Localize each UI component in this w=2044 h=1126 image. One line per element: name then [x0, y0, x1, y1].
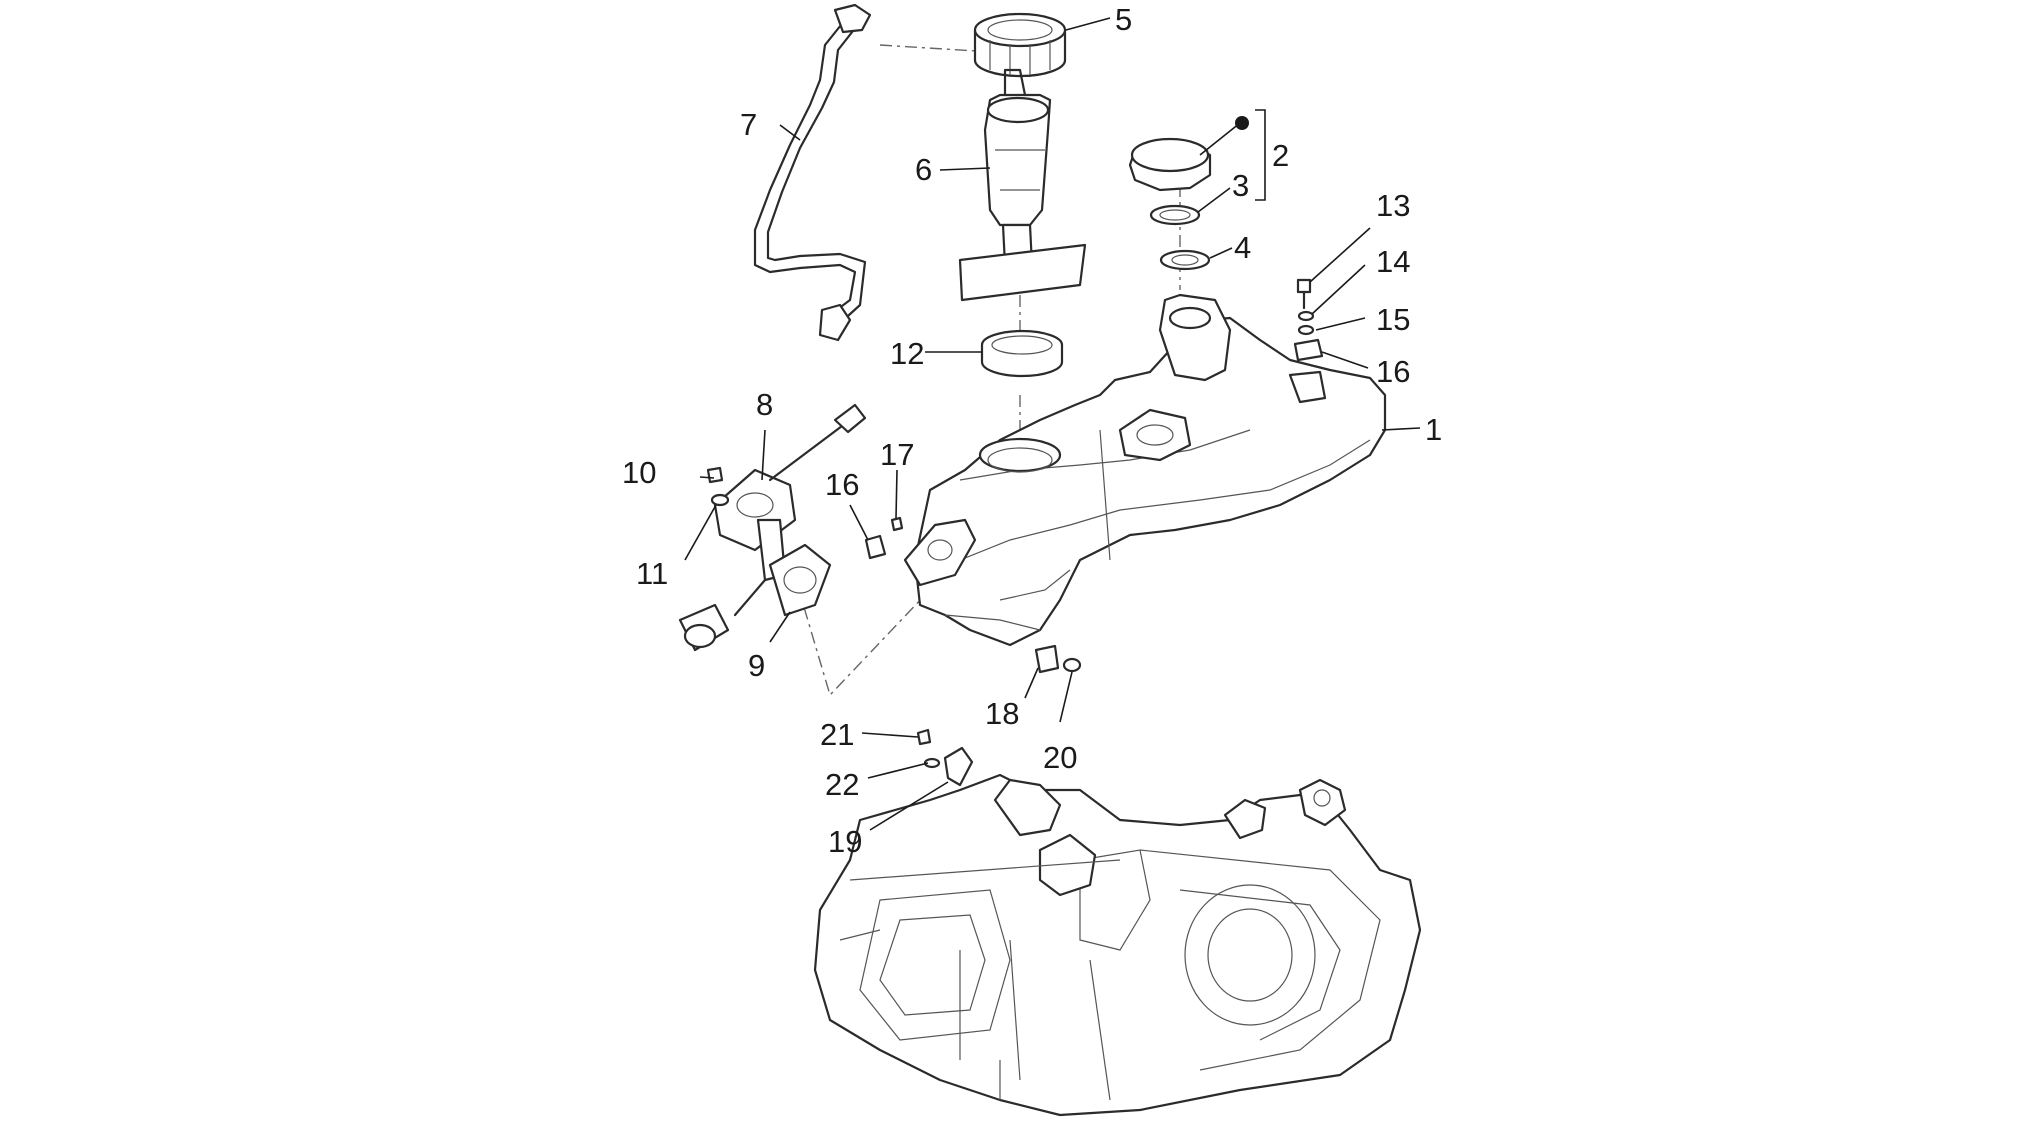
callout-11: 11 — [636, 556, 668, 591]
tank-fasteners-left — [864, 516, 904, 560]
callout-1: 1 — [1425, 412, 1442, 447]
fuel-tank — [903, 293, 1387, 647]
callout-9: 9 — [748, 648, 765, 683]
callout-5: 5 — [1115, 2, 1132, 37]
callout-16-right: 16 — [1376, 354, 1410, 389]
callout-2: 2 — [1272, 138, 1289, 173]
tank-bottom-fasteners — [1034, 644, 1082, 674]
callout-17: 17 — [880, 437, 914, 472]
callout-4: 4 — [1234, 230, 1251, 265]
callout-15: 15 — [1376, 302, 1410, 337]
pump-lock-ring — [973, 12, 1067, 78]
callout-3: 3 — [1232, 168, 1249, 203]
callout-18: 18 — [985, 696, 1019, 731]
fuel-level-sender — [678, 403, 867, 652]
fuel-hose — [753, 3, 872, 342]
tank-fasteners-right — [1293, 278, 1324, 362]
callout-8: 8 — [756, 387, 773, 422]
pump-gasket — [980, 329, 1064, 378]
fuel-pump — [958, 68, 1087, 302]
callout-13: 13 — [1376, 188, 1410, 223]
callout-12: 12 — [890, 336, 924, 371]
callout-16-left: 16 — [825, 467, 859, 502]
callout-19: 19 — [828, 824, 862, 859]
engine-unit — [813, 773, 1422, 1117]
callout-14: 14 — [1376, 244, 1410, 279]
engine-bracket-fasteners — [916, 728, 974, 787]
callout-10: 10 — [622, 455, 656, 490]
filler-cap-assembly — [1128, 137, 1212, 271]
callout-6: 6 — [915, 152, 932, 187]
callout-21: 21 — [820, 717, 854, 752]
callout-20: 20 — [1043, 740, 1077, 775]
callout-22: 22 — [825, 767, 859, 802]
marker-dot — [1235, 116, 1249, 130]
callout-labels: 1 2 3 4 5 6 7 8 9 10 11 12 13 14 15 16 1… — [622, 2, 1442, 859]
callout-leaders — [684, 17, 1421, 831]
callout-7: 7 — [740, 107, 757, 142]
